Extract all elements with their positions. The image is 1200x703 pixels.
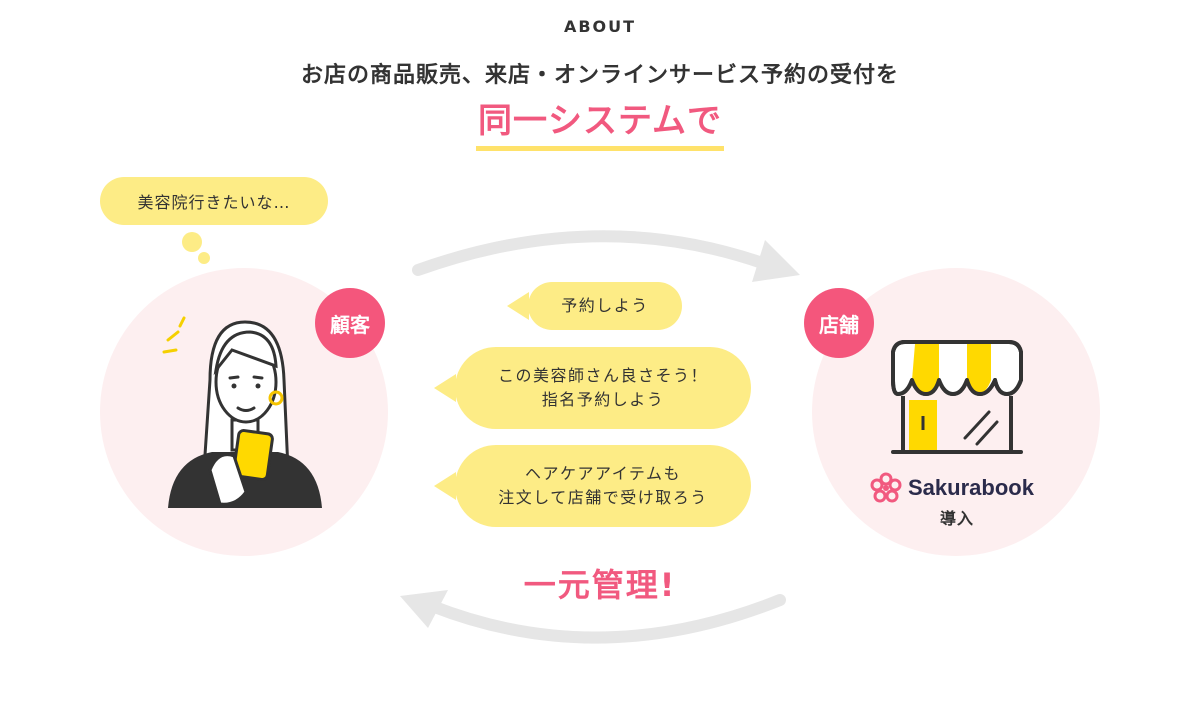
customer-tag: 顧客 — [315, 288, 385, 358]
thought-dot-small — [198, 252, 210, 264]
section-eyebrow: ABOUT — [563, 17, 637, 36]
section-headline: お店の商品販売、来店・オンラインサービス予約の受付を — [300, 63, 899, 88]
headline-highlight-text: 同一システムで — [476, 100, 724, 151]
flow-arrow-right — [412, 230, 800, 282]
brand-subtitle: 導入 — [939, 509, 974, 528]
woman-with-phone-illustration — [162, 316, 322, 508]
store-tag: 店舗 — [804, 288, 874, 358]
flow-arrow-left — [400, 590, 786, 644]
speech-bubble-nominate: この美容師さん良さそう！ 指名予約しよう — [455, 347, 751, 429]
thought-dot-large — [182, 232, 202, 252]
brand-logo: Sakurabook — [870, 472, 1034, 504]
unified-management-label: 一元管理! — [523, 566, 677, 604]
headline-highlight: 同一システムで — [0, 100, 1200, 151]
brand-name: Sakurabook — [908, 475, 1034, 500]
storefront-illustration — [891, 340, 1023, 454]
speech-bubble-reserve: 予約しよう — [528, 282, 682, 330]
speech-bubble-pickup: ヘアケアアイテムも 注文して店舗で受け取ろう — [455, 445, 751, 527]
sakura-logo-icon — [870, 472, 902, 503]
customer-thought-bubble: 美容院行きたいな… — [100, 177, 328, 225]
